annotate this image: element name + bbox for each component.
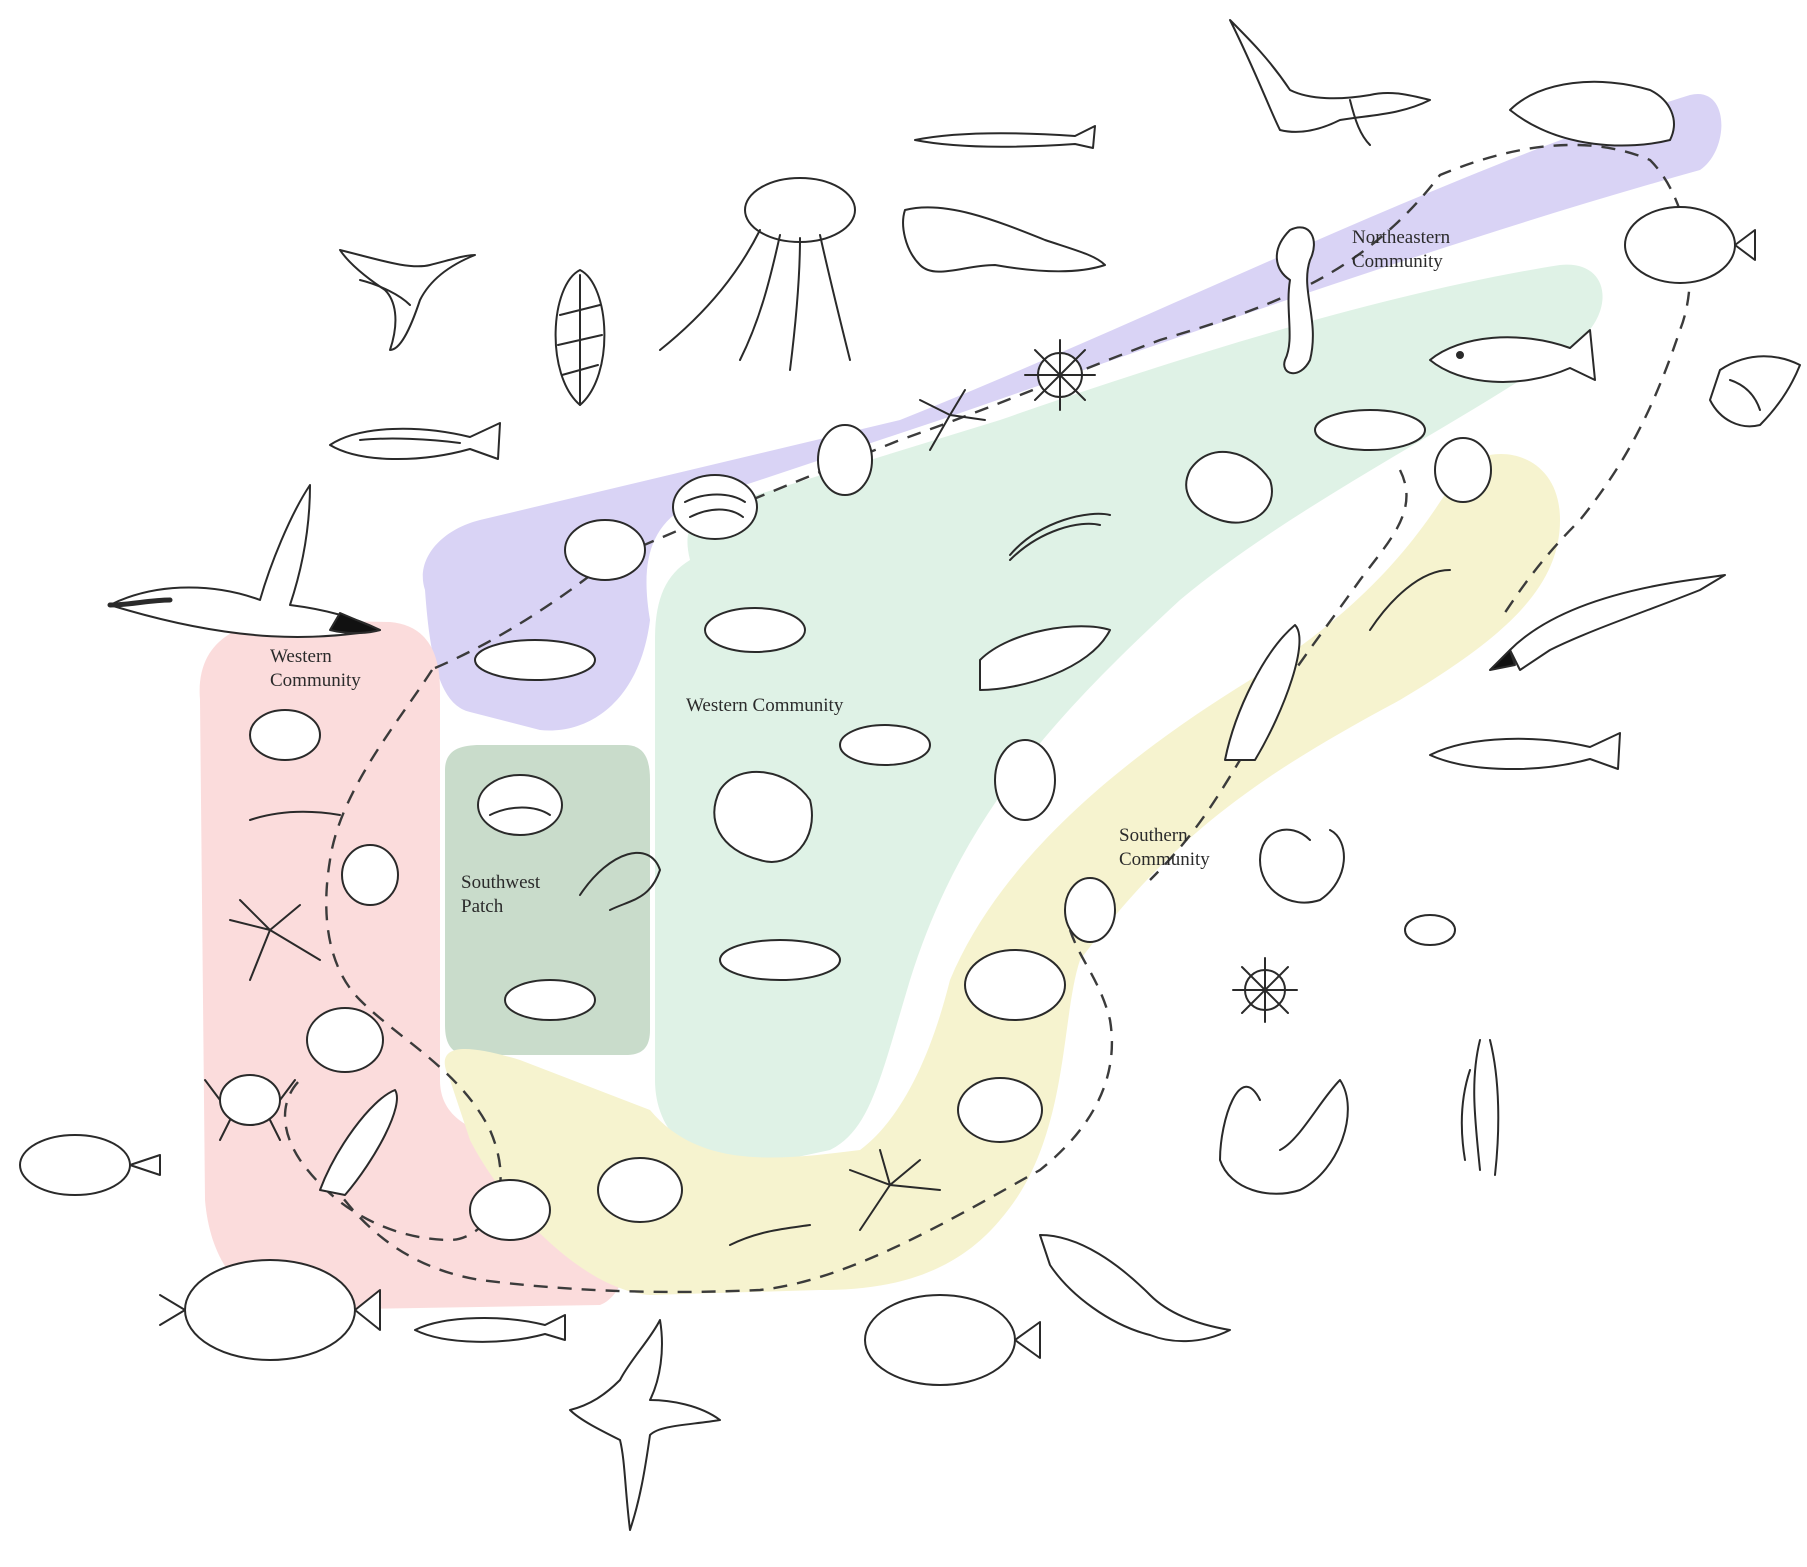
fish-icon	[915, 126, 1095, 148]
shell-icon	[565, 520, 645, 580]
fish-icon	[415, 1315, 565, 1342]
bird-icon	[1710, 356, 1800, 426]
urchin-icon	[1025, 340, 1095, 410]
shell-icon	[478, 775, 562, 835]
shell-icon	[342, 845, 398, 905]
jellyfish-icon	[660, 178, 855, 370]
seal-icon	[903, 207, 1105, 271]
label-northeastern-community: Northeastern Community	[1352, 226, 1450, 274]
flatfish-icon	[20, 1135, 160, 1195]
label-western-community-left: Western Community	[270, 645, 361, 693]
urchin-icon	[1233, 958, 1297, 1022]
shell-icon	[1065, 878, 1115, 942]
fish-icon	[330, 423, 500, 459]
shell-icon	[818, 425, 872, 495]
shell-icon	[673, 475, 757, 539]
sponge-icon	[1405, 915, 1455, 945]
shell-icon	[958, 1078, 1042, 1142]
shell-icon	[470, 1180, 550, 1240]
shell-icon	[598, 1158, 682, 1222]
fish-icon	[1510, 82, 1674, 146]
seaweed-icon	[1220, 830, 1498, 1194]
bird-icon	[570, 1320, 720, 1530]
porpoise-icon	[1040, 1235, 1230, 1341]
fish-icon	[1430, 733, 1620, 769]
label-southwest-patch: Southwest Patch	[461, 871, 540, 919]
sea-pen-icon	[556, 270, 605, 405]
bird-icon	[340, 250, 475, 350]
flatfish-icon	[1625, 207, 1755, 283]
shell-icon	[995, 740, 1055, 820]
shell-icon	[307, 1008, 383, 1072]
bird-icon	[110, 485, 380, 637]
label-western-community-main: Western Community	[686, 694, 843, 718]
bird-icon	[1230, 20, 1430, 145]
shell-icon	[1435, 438, 1491, 502]
label-southern-community: Southern Community	[1119, 824, 1210, 872]
flatfish-icon	[865, 1295, 1040, 1385]
